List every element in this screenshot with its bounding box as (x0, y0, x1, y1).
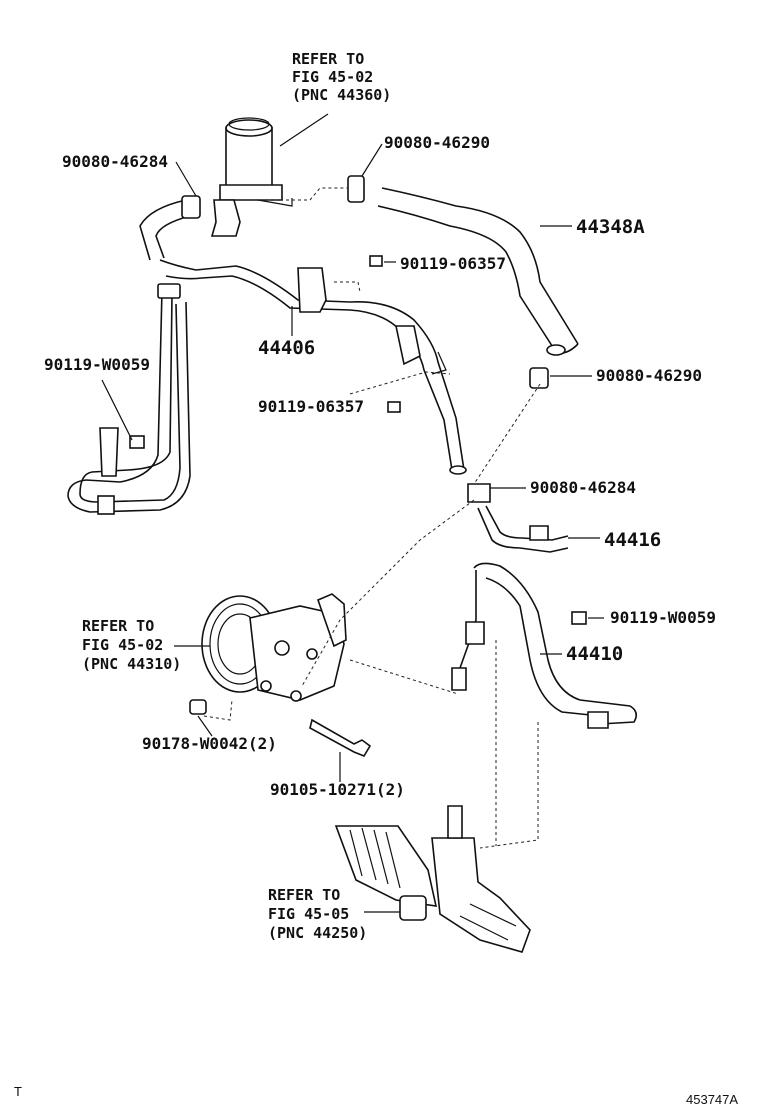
label-clamp-top-left: 90080-46284 (62, 152, 168, 171)
refer-reservoir: REFER TO FIG 45-02 (PNC 44360) (292, 50, 391, 104)
bolt-right-head (571, 611, 587, 625)
refer-reservoir-line1: REFER TO (292, 50, 364, 68)
steering-gear (334, 805, 531, 953)
label-clamp-mid-right: 90080-46290 (596, 366, 702, 385)
clamp-top-right (347, 175, 365, 203)
loop-line-left (67, 283, 191, 515)
refer-gear-line1: REFER TO (268, 886, 340, 904)
pump-bolt (309, 718, 372, 757)
label-plug: 90178-W0042(2) (142, 734, 277, 753)
label-clamp-top-right: 90080-46290 (384, 133, 490, 152)
return-tube-44416 (467, 483, 569, 553)
label-tube-44416: 44416 (604, 529, 661, 551)
hardware (129, 175, 587, 757)
label-bolt-pump: 90105-10271(2) (270, 780, 405, 799)
part-labels: 90080-46284 90080-46290 44348A 90119-063… (44, 133, 716, 799)
plug-head (189, 699, 207, 715)
refer-pump-line1: REFER TO (82, 617, 154, 635)
footer-left-code: T (14, 1084, 22, 1099)
feed-hose-left (139, 195, 201, 261)
bolt-upper-head (369, 255, 383, 267)
footer-figure-id: 453747A (686, 1092, 738, 1107)
label-clamp-lower: 90080-46284 (530, 478, 636, 497)
reservoir-tank (210, 117, 293, 237)
refer-pump-line2: FIG 45-02 (82, 636, 163, 654)
label-hose-44410: 44410 (566, 643, 623, 665)
power-steering-pump (201, 593, 347, 702)
clamp-mid-right (529, 367, 549, 389)
refer-reservoir-line3: (PNC 44360) (292, 86, 391, 104)
refer-pump-line3: (PNC 44310) (82, 655, 181, 673)
refer-gear: REFER TO FIG 45-05 (PNC 44250) (268, 886, 367, 942)
bolt-left-head (129, 435, 145, 449)
label-bolt-mid: 90119-06357 (258, 397, 364, 416)
refer-reservoir-line2: FIG 45-02 (292, 68, 373, 86)
return-hose-44348A (377, 187, 579, 356)
label-tube-44406: 44406 (258, 337, 315, 359)
pressure-tube-44406 (159, 259, 467, 475)
label-bolt-right: 90119-W0059 (610, 608, 716, 627)
label-bolt-left: 90119-W0059 (44, 355, 150, 374)
leader-lines (101, 113, 604, 913)
refer-gear-line3: (PNC 44250) (268, 924, 367, 942)
bolt-mid-head (387, 401, 401, 413)
label-bolt-upper: 90119-06357 (400, 254, 506, 273)
dashed-guides (203, 187, 541, 849)
label-hose-44348A: 44348A (576, 216, 645, 238)
refer-gear-line2: FIG 45-05 (268, 905, 349, 923)
refer-pump: REFER TO FIG 45-02 (PNC 44310) (82, 617, 181, 673)
pressure-hose-44410 (451, 562, 638, 729)
